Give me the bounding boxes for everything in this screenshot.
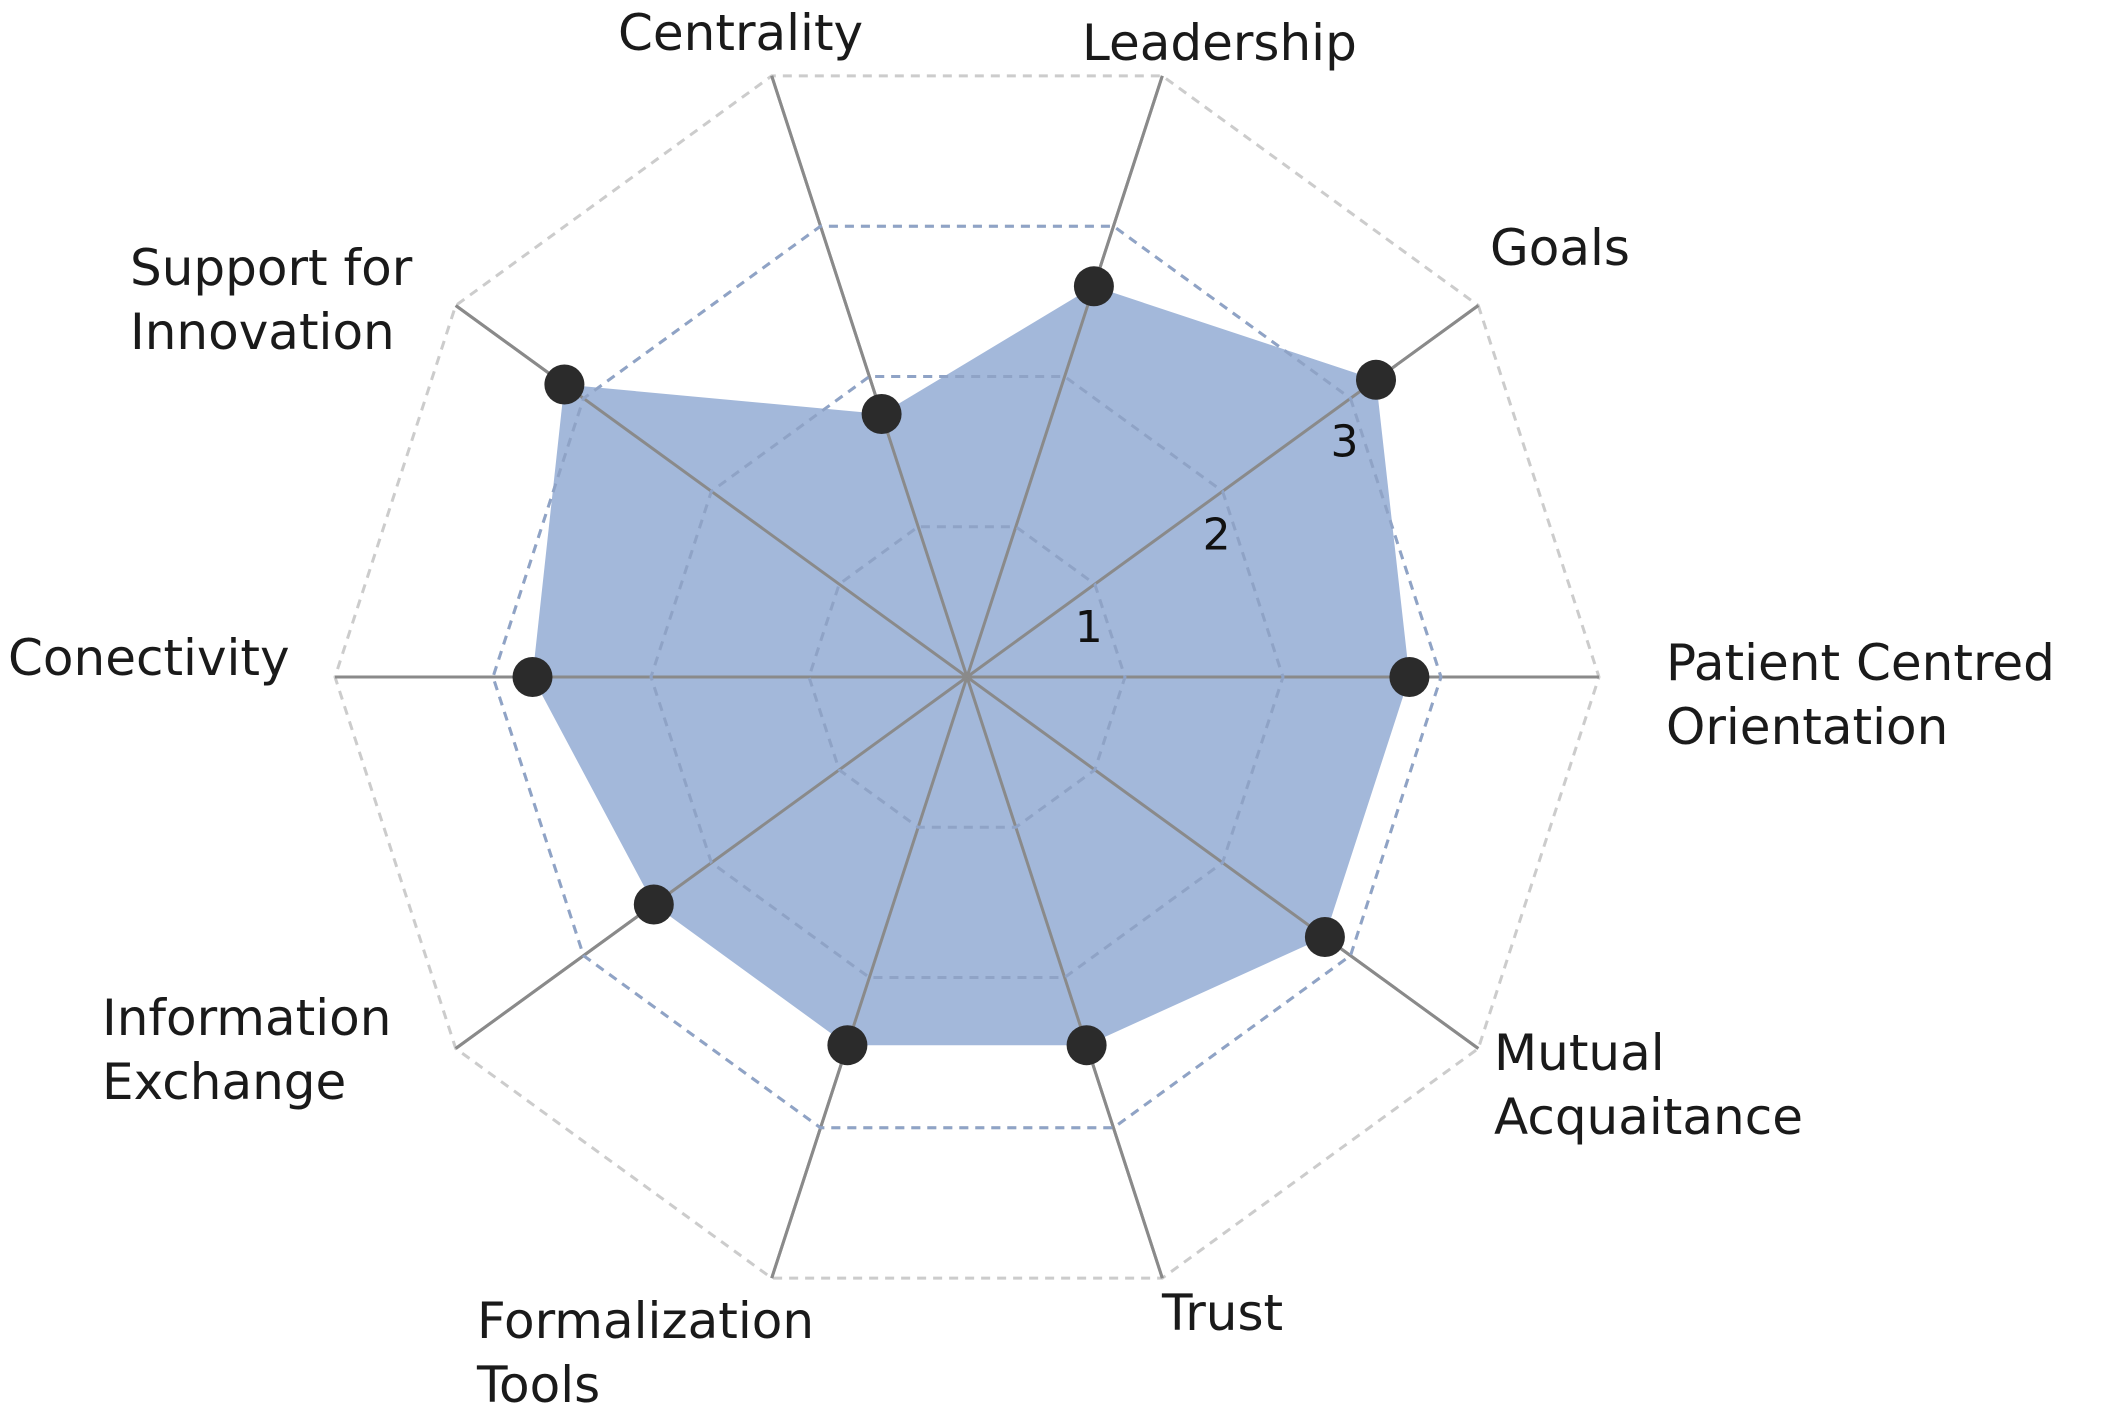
axis-label-line: Patient Centred [1666, 634, 2055, 692]
axis-label-line: Leadership [1082, 14, 1357, 72]
axis-label-line: Acquaitance [1494, 1088, 1803, 1146]
axis-label-line: Mutual [1494, 1024, 1665, 1082]
data-point-goals [1356, 359, 1396, 400]
ring-tick-label-1: 1 [1075, 602, 1103, 653]
radar-markers [512, 266, 1430, 1066]
axis-label-line: Support for [130, 239, 413, 297]
axis-label-leadership: Leadership [1082, 14, 1357, 72]
axis-label-line: Orientation [1666, 698, 1948, 756]
axis-label-line: Conectivity [8, 629, 290, 687]
spoke-overlay-4 [770, 676, 969, 1279]
axis-label-line: Trust [1161, 1284, 1283, 1342]
data-point-support-for-innovation [544, 364, 585, 405]
axis-label-line: Tools [476, 1356, 600, 1414]
axis-label-trust: Trust [1161, 1284, 1283, 1342]
ring-tick-labels: 1 2 3 [1075, 416, 1359, 653]
axis-label-goals: Goals [1490, 219, 1630, 277]
radar-data-area [335, 75, 1599, 1279]
data-point-trust [1066, 1025, 1107, 1066]
data-point-information-exchange [633, 884, 674, 925]
axis-label-line: Centrality [618, 4, 863, 62]
data-point-leadership [1073, 266, 1114, 307]
grid-ring-overlay-1 [807, 525, 1127, 829]
axis-label-line: Innovation [130, 303, 395, 361]
ring-tick-label-3: 3 [1331, 416, 1359, 467]
spoke-overlay-3 [965, 676, 1164, 1279]
spoke-overlay-9 [965, 75, 1164, 678]
axis-label-line: Goals [1490, 219, 1630, 277]
data-point-mutual-acquaitance [1304, 917, 1345, 957]
spoke-overlay-8 [770, 75, 969, 678]
axis-label-line: Exchange [102, 1053, 346, 1111]
data-point-formalization-tools [827, 1025, 868, 1066]
data-point-patient-centred-orientation [1389, 657, 1430, 697]
ring-tick-label-2: 2 [1203, 509, 1231, 560]
data-point-centrality [861, 394, 902, 434]
grid-ring-overlay-2 [649, 375, 1285, 979]
axis-label-line: Information [102, 989, 391, 1047]
data-point-conectivity [512, 657, 553, 697]
axis-label-line: Formalization [477, 1292, 814, 1350]
axis-label-centrality: Centrality [618, 4, 863, 62]
grid-ring-overlay-3 [491, 224, 1443, 1130]
axis-label-conectivity: Conectivity [8, 629, 290, 687]
